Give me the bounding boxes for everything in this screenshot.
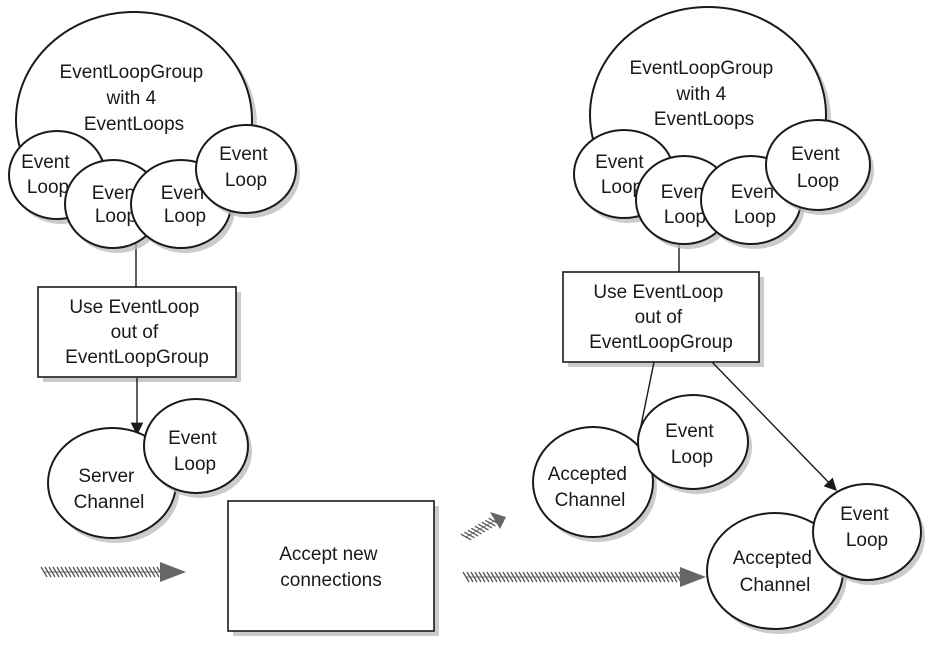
svg-text:Event Loop: Event Loop: [791, 144, 845, 192]
right-use-eventloop-box: Use EventLoop out of EventLoopGroup: [562, 271, 764, 367]
svg-text:Accept new connections: Accept new connections: [279, 544, 383, 591]
svg-text:Event Loop: Event Loop: [665, 421, 719, 468]
svg-text:Event Loop: Event Loop: [840, 504, 894, 551]
hatched-arrow-up: [460, 512, 506, 541]
left-group-label: EventLoopGroup with 4 EventLoops: [60, 62, 209, 135]
hatched-arrow-outgoing: [462, 567, 706, 587]
right-eventloop-d: Event Loop: [765, 119, 874, 215]
svg-text:Event Loop: Event Loop: [219, 144, 273, 191]
accepted-eventloop-2: Event Loop: [812, 483, 925, 585]
svg-text:Event Loop: Event Loop: [595, 152, 649, 198]
accepted-eventloop-1: Event Loop: [637, 394, 752, 494]
right-group-label: EventLoopGroup with 4 EventLoops: [630, 58, 779, 130]
svg-text:Accepted Channel: Accepted Channel: [548, 464, 633, 511]
left-use-eventloop-box: Use EventLoop out of EventLoopGroup: [37, 286, 241, 382]
svg-text:Even Loop: Even Loop: [161, 183, 210, 227]
svg-text:Accepted Channel: Accepted Channel: [733, 548, 818, 596]
svg-text:Use EventLoop out of: Use EventLoop out of EventLoopGroup: [65, 297, 209, 368]
svg-text:Use EventLoop out of: Use EventLoop out of EventLoopGroup: [589, 282, 733, 353]
svg-text:Even Loop: Even Loop: [92, 183, 141, 227]
svg-text:Event Loop: Event Loop: [168, 428, 222, 475]
svg-text:Server Channel: Server Channel: [74, 466, 145, 513]
right-box-to-channel2-arrow: [711, 361, 837, 491]
left-eventloop-d: Event Loop: [195, 124, 300, 218]
hatched-arrow-incoming: [40, 562, 186, 582]
accepted-channel-1: Accepted Channel: [532, 426, 657, 542]
svg-text:Even Loop: Even Loop: [731, 182, 780, 228]
server-eventloop: Event Loop: [143, 398, 252, 498]
accept-connections-box: Accept new connections: [227, 500, 439, 636]
svg-text:Even Loop: Even Loop: [661, 182, 710, 228]
svg-text:Event Loop: Event Loop: [21, 152, 75, 198]
